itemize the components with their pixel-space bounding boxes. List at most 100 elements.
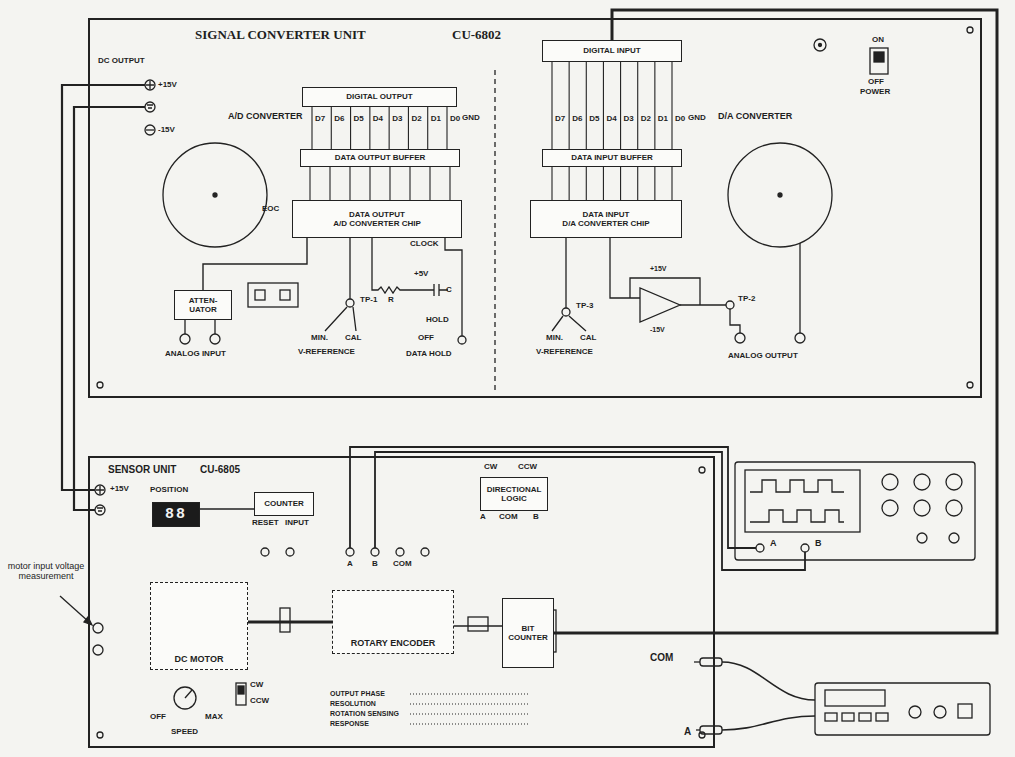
box-label: DIGITAL OUTPUT — [346, 92, 412, 101]
panel-label: A — [347, 560, 353, 569]
multimeter — [694, 658, 990, 735]
panel-label: D6 — [334, 115, 344, 124]
probe-wires — [350, 447, 805, 570]
panel-label: D0 — [450, 115, 460, 124]
box-label: ROTARY ENCODER — [351, 638, 435, 648]
panel-label: C — [446, 286, 452, 295]
panel-label: D7 — [555, 115, 565, 124]
panel-label: B — [533, 513, 539, 522]
panel-label: GND — [462, 114, 480, 123]
panel-label: R — [388, 296, 394, 305]
ribbon-cable — [554, 10, 997, 633]
panel-label: POSITION — [150, 486, 188, 495]
panel-label: D6 — [572, 115, 582, 124]
panel-label: D7 — [315, 115, 325, 124]
panel-label: EOC — [262, 205, 279, 214]
box-label: DATA INPUT BUFFER — [571, 153, 653, 162]
panel-label: HOLD — [426, 316, 449, 325]
signal-converter-panel: SIGNAL CONVERTER UNIT CU-6802DIGITAL OUTP… — [88, 18, 982, 398]
panel-label: V-REFERENCE — [536, 348, 593, 357]
panel-label: D3 — [624, 115, 634, 124]
panel-label: D3 — [392, 115, 402, 124]
connector-box: DIGITAL OUTPUT — [302, 87, 457, 107]
box-label: A/D CONVERTER CHIP — [333, 219, 421, 228]
signal-converter-drawing — [97, 27, 973, 392]
buffer-box: DATA INPUT BUFFER — [542, 149, 682, 167]
panel-label: TP-3 — [576, 302, 593, 311]
panel-label: +15V — [650, 265, 667, 273]
panel-label: RESPONSE — [330, 720, 369, 728]
panel-label: OFF — [418, 334, 434, 343]
box-label: COUNTER — [264, 499, 304, 508]
panel-label: CCW — [518, 463, 537, 472]
panel-label: motor input voltage measurement — [6, 562, 86, 582]
panel-label: CW — [250, 681, 263, 690]
box-label: DIRECTIONAL LOGIC — [485, 485, 543, 503]
sensor-unit-panel: SENSOR UNITCU-680588COUNTERDIRECTIONAL L… — [88, 456, 715, 748]
panel-label: OFF — [868, 78, 884, 87]
panel-label: CW — [484, 463, 497, 472]
power-wires — [62, 85, 145, 510]
panel-label: ROTATION SENSING — [330, 710, 399, 718]
panel-label: D2 — [411, 115, 421, 124]
panel-label: D5 — [354, 115, 364, 124]
panel-label: ANALOG OUTPUT — [728, 352, 798, 361]
panel-label: INPUT — [285, 519, 309, 528]
motor-box: DC MOTOR — [150, 582, 248, 670]
panel-label: GND — [688, 114, 706, 123]
panel-label: CCW — [250, 697, 269, 706]
sensor-unit-drawing — [60, 467, 705, 738]
panel-label: D5 — [589, 115, 599, 124]
box-label: DATA INPUT — [583, 210, 630, 219]
box-label: DC MOTOR — [175, 654, 224, 664]
panel-label: A — [684, 726, 691, 737]
panel-label: CLOCK — [410, 240, 438, 249]
panel-title: SIGNAL CONVERTER UNIT — [195, 28, 366, 43]
panel-label: CAL — [345, 334, 361, 343]
panel-label: OFF — [150, 713, 166, 722]
data-bus — [310, 167, 450, 200]
panel-label: B — [815, 539, 822, 549]
panel-label: A — [770, 539, 777, 549]
panel-label: DATA HOLD — [406, 350, 452, 359]
panel-label: MIN. — [311, 334, 328, 343]
panel-label: D0 — [675, 115, 685, 124]
panel-label: D1 — [658, 115, 668, 124]
panel-label: COM — [650, 652, 673, 663]
panel-title: CU-6802 — [452, 28, 501, 43]
box-label: DATA OUTPUT — [349, 210, 405, 219]
chip-box: DATA INPUTD/A CONVERTER CHIP — [530, 200, 682, 238]
connector-box: DIGITAL INPUT — [542, 40, 682, 62]
panel-label: D2 — [641, 115, 651, 124]
panel-label: -15V — [158, 126, 175, 135]
data-bus — [552, 167, 672, 200]
box-label: ATTEN- UATOR — [179, 296, 227, 314]
panel-label: TP-2 — [738, 295, 755, 304]
panel-label: OUTPUT PHASE — [330, 690, 385, 698]
data-bus — [552, 62, 672, 149]
panel-label: D4 — [606, 115, 616, 124]
signal-line — [248, 621, 332, 624]
logic-box: DIRECTIONAL LOGIC — [480, 477, 548, 511]
signal-line — [454, 625, 502, 626]
panel-label: +5V — [414, 270, 428, 279]
panel-label: V-REFERENCE — [298, 348, 355, 357]
signal-line — [200, 508, 254, 509]
panel-label: CAL — [580, 334, 596, 343]
box-label: DIGITAL INPUT — [583, 46, 640, 55]
signal-line — [203, 238, 307, 290]
position-display: 88 — [152, 502, 200, 527]
oscilloscope — [735, 462, 975, 560]
panel-title: CU-6805 — [200, 464, 240, 476]
chip-box: DATA OUTPUTA/D CONVERTER CHIP — [292, 200, 462, 238]
panel-label: D1 — [431, 115, 441, 124]
box-label: 88 — [165, 506, 187, 523]
panel-label: MAX — [205, 713, 223, 722]
panel-label: POWER — [860, 88, 890, 97]
panel-label: D/A CONVERTER — [718, 112, 792, 122]
buffer-box: DATA OUTPUT BUFFER — [300, 149, 460, 167]
encoder-box: ROTARY ENCODER — [332, 590, 454, 654]
panel-label: TP-1 — [360, 296, 377, 305]
panel-label: A/D CONVERTER — [228, 112, 303, 122]
box-label: D/A CONVERTER CHIP — [562, 219, 649, 228]
